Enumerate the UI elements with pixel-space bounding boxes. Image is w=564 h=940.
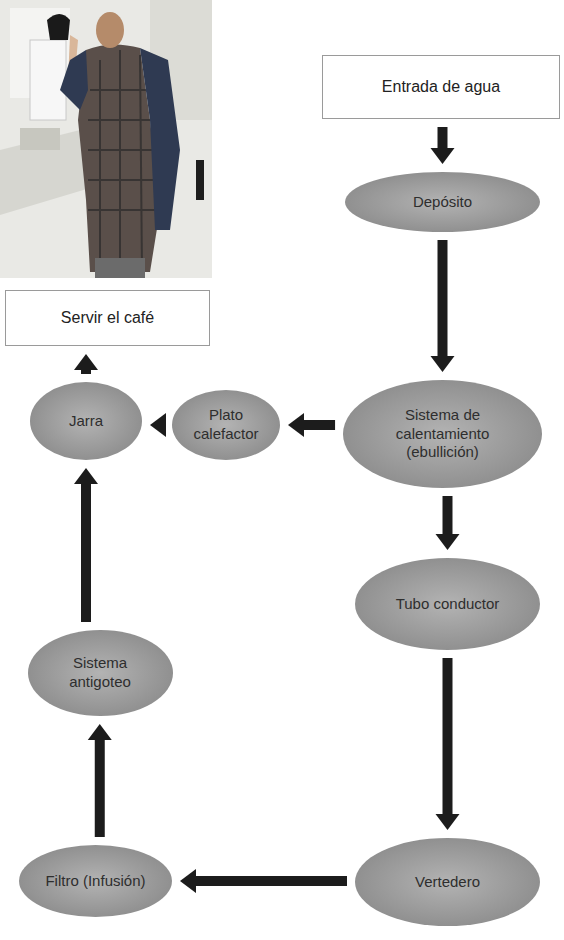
photo-background <box>0 0 212 278</box>
arrow-shaft <box>194 876 347 886</box>
ellipse-fill <box>19 845 172 917</box>
flow-arrow <box>88 724 112 837</box>
flow-arrow <box>74 468 98 622</box>
node-label: Entrada de agua <box>382 77 500 97</box>
photo-hair <box>47 14 70 40</box>
node-label: Servir el café <box>61 308 154 328</box>
arrow-head <box>431 148 455 164</box>
ellipse-fill <box>355 558 540 650</box>
photo-jacket <box>140 48 180 230</box>
flow-arrow <box>431 240 455 372</box>
node-label: Plato calefactor <box>192 406 261 444</box>
process-ellipse: Tubo conductor <box>355 558 540 650</box>
process-ellipse: Sistema de calentamiento (ebullición) <box>343 380 542 488</box>
photo-object <box>20 128 60 150</box>
flow-arrow <box>431 127 455 164</box>
node-label: Filtro (Infusión) <box>45 872 145 891</box>
arrow-head <box>436 534 460 550</box>
arrow-shaft <box>302 420 335 430</box>
photo-detail <box>196 160 204 200</box>
node-label: Tubo conductor <box>396 595 500 614</box>
process-ellipse: Depósito <box>345 172 540 232</box>
arrow-head <box>150 413 166 437</box>
photo-paper <box>30 40 66 120</box>
arrow-head <box>431 356 455 372</box>
photo-sleeve <box>60 50 88 110</box>
arrow-head <box>88 724 112 740</box>
arrow-head <box>74 354 98 370</box>
photo-head <box>96 12 124 48</box>
arrow-shaft <box>81 482 91 622</box>
ellipse-fill <box>343 380 542 488</box>
arrow-shaft <box>438 127 448 150</box>
flow-arrow <box>74 354 98 374</box>
process-ellipse: Sistema antigoteo <box>28 630 173 716</box>
arrow-head <box>436 814 460 830</box>
arrow-shaft <box>95 738 105 837</box>
arrow-shaft <box>443 658 453 816</box>
flow-arrow <box>150 413 166 437</box>
process-ellipse: Jarra <box>30 382 142 460</box>
arrow-head <box>288 413 304 437</box>
node-label: Sistema antigoteo <box>53 654 148 692</box>
node-label: Sistema de calentamiento (ebullición) <box>376 406 509 462</box>
arrow-shaft <box>438 240 448 358</box>
flow-arrow <box>436 496 460 550</box>
node-label: Vertedero <box>415 873 480 892</box>
flow-arrow <box>288 413 335 437</box>
arrow-head <box>180 869 196 893</box>
ellipse-fill <box>30 382 142 460</box>
ellipse-fill <box>172 390 280 460</box>
node-label: Depósito <box>413 193 472 212</box>
photo-trousers <box>95 258 145 278</box>
ellipse-fill <box>355 838 540 926</box>
process-ellipse: Filtro (Infusión) <box>19 845 172 917</box>
process-box: Servir el café <box>5 290 210 346</box>
ellipse-fill <box>28 630 173 716</box>
flow-arrow <box>436 658 460 830</box>
arrow-shaft <box>443 496 453 536</box>
process-box: Entrada de agua <box>322 55 560 119</box>
process-ellipse: Plato calefactor <box>172 390 280 460</box>
process-ellipse: Vertedero <box>355 838 540 926</box>
flow-arrow <box>180 869 347 893</box>
arrow-head <box>74 468 98 484</box>
photo-illustration <box>0 0 212 278</box>
ellipse-fill <box>345 172 540 232</box>
node-label: Jarra <box>69 412 103 431</box>
